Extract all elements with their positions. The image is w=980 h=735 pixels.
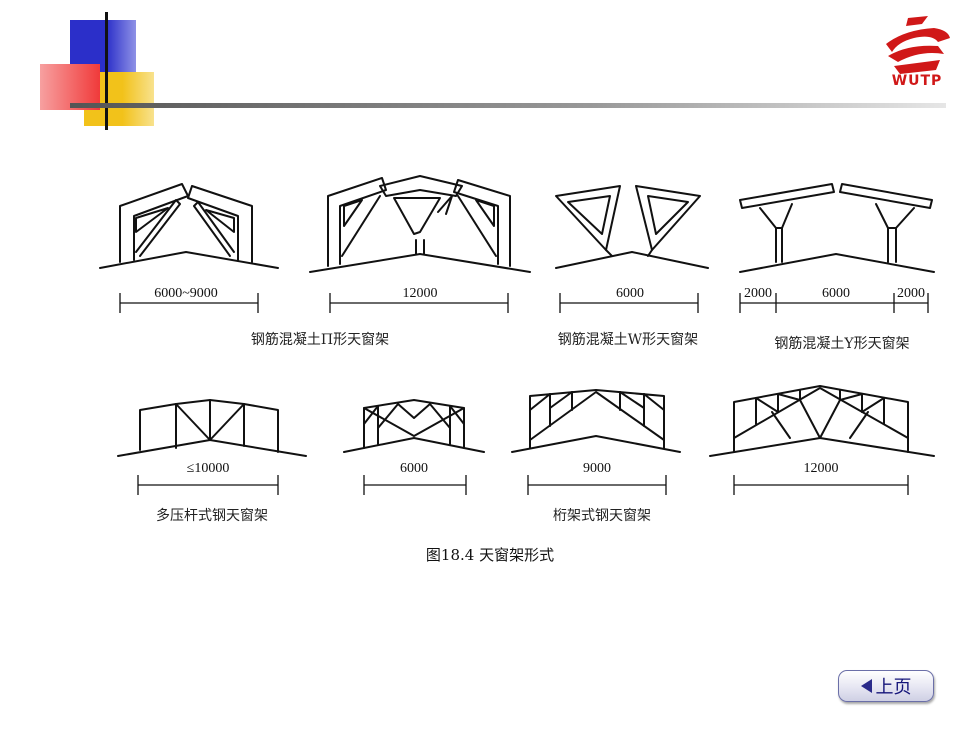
frame-pi-shape-12000 [309,175,531,273]
dim-y-2000-right: 2000 [897,286,925,301]
figure-caption: 图18.4 天窗架形式 [426,546,554,564]
frame-truss-9000 [511,389,681,453]
prev-page-button[interactable]: 上页 [838,670,934,702]
dim-pi-6000-9000: 6000~9000 [154,286,218,301]
decor-vertical-line [105,12,108,130]
caption-pi-frame: 钢筋混凝土Π形天窗架 [251,331,389,348]
dim-w-6000: 6000 [616,286,644,301]
wutp-logo-icon [886,16,950,74]
dim-y-2000-left: 2000 [744,286,772,301]
frame-truss-12000 [709,385,935,457]
frame-w-shape [555,185,709,269]
caption-truss-frame: 桁架式钢天窗架 [553,507,651,524]
frame-truss-6000 [343,399,485,453]
dim-truss-6000: 6000 [400,461,428,476]
decor-red-square [40,64,100,110]
frame-multi-strut [117,399,307,457]
triangle-left-icon [860,679,872,693]
dim-truss-9000: 9000 [583,461,611,476]
prev-page-label: 上页 [875,677,912,698]
caption-multi-strut: 多压杆式钢天窗架 [156,507,268,524]
frame-pi-shape [99,183,279,269]
frame-y-shape [739,183,935,273]
caption-w-frame: 钢筋混凝土W形天窗架 [558,331,698,348]
dim-multi-strut: ≤10000 [187,461,230,476]
dim-y-6000: 6000 [822,286,850,301]
header-rule [70,103,946,108]
logo-text: WUTP [891,73,943,89]
caption-y-frame: 钢筋混凝土Y形天窗架 [774,335,909,352]
dim-pi-12000: 12000 [403,286,438,301]
dim-truss-12000: 12000 [804,461,839,476]
